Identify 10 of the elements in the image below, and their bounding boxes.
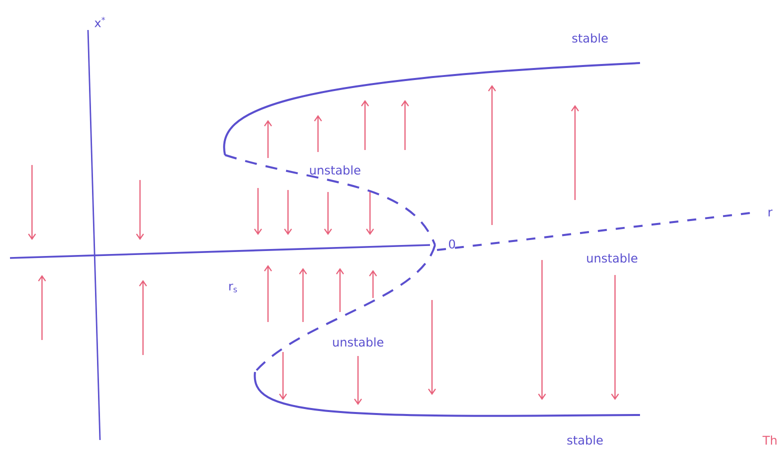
- axis-label: 0: [448, 239, 456, 249]
- axis-label: r$_{s}$: [229, 284, 237, 292]
- axis-label: Th: [762, 435, 776, 445]
- axis-label: unstable: [310, 165, 360, 175]
- axis-label: stable: [572, 33, 608, 43]
- axis-label: r: [768, 210, 772, 216]
- axis-label: unstable: [333, 337, 384, 347]
- axis-label: stable: [567, 435, 603, 445]
- axis-label: x$^{*}$: [94, 16, 106, 28]
- axis-label: unstable: [587, 253, 638, 263]
